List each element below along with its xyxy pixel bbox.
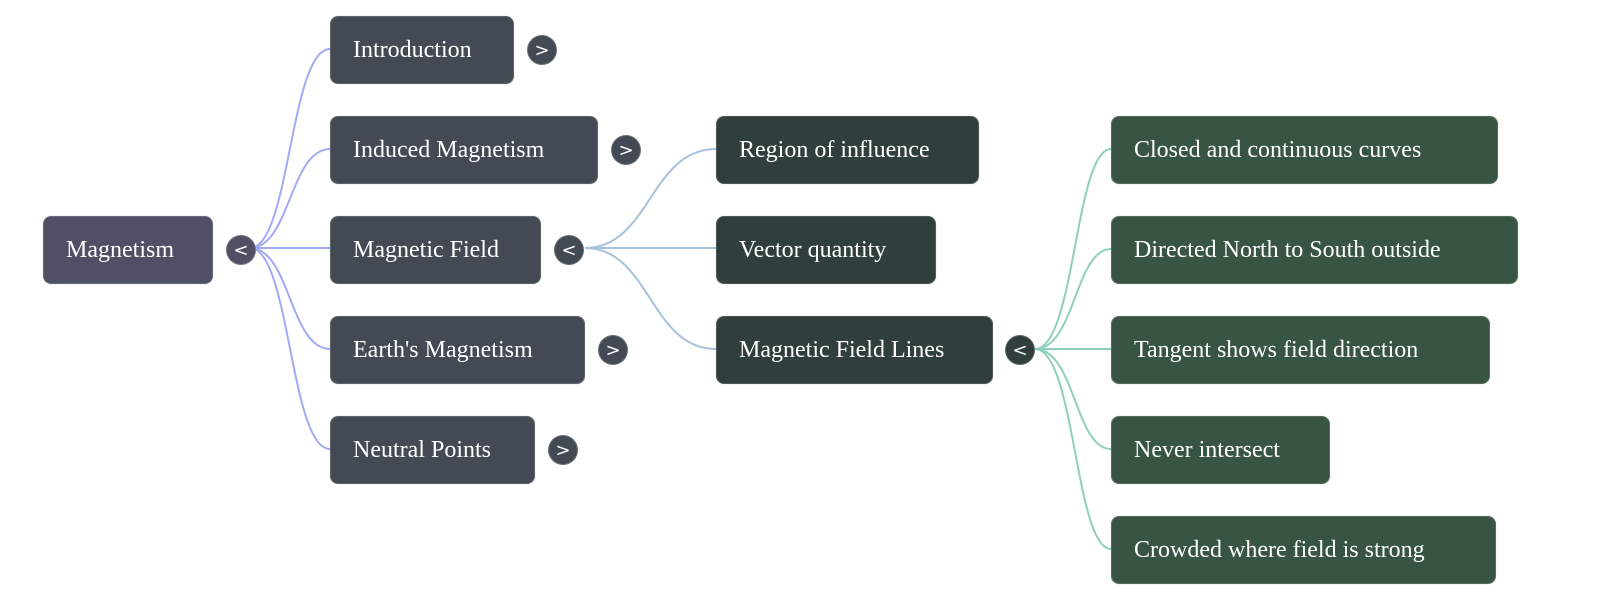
node-label: Tangent shows field direction — [1134, 336, 1419, 363]
edge-magnetism-induced-magnetism — [249, 148, 331, 249]
node-neutral-points[interactable]: Neutral Points — [330, 416, 535, 484]
node-label: Never intersect — [1134, 436, 1280, 463]
node-label: Directed North to South outside — [1134, 236, 1441, 263]
node-label: Closed and continuous curves — [1134, 136, 1422, 163]
node-label: Region of influence — [739, 136, 930, 163]
node-introduction[interactable]: Introduction — [330, 16, 514, 84]
node-label: Magnetic Field — [353, 236, 499, 263]
collapse-toggle-magnetic-field[interactable]: < — [554, 235, 584, 265]
node-magnetic-field-lines[interactable]: Magnetic Field Lines — [716, 316, 993, 384]
node-magnetic-field[interactable]: Magnetic Field — [330, 216, 541, 284]
node-earths-magnetism[interactable]: Earth's Magnetism — [330, 316, 585, 384]
node-tangent-field-direction[interactable]: Tangent shows field direction — [1111, 316, 1490, 384]
node-label: Vector quantity — [739, 236, 887, 263]
node-crowded-field-strong[interactable]: Crowded where field is strong — [1111, 516, 1496, 584]
edge-magnetism-earths-magnetism — [249, 247, 331, 350]
node-label: Introduction — [353, 36, 472, 63]
node-closed-continuous-curves[interactable]: Closed and continuous curves — [1111, 116, 1498, 184]
edge-field-region — [584, 148, 717, 249]
expand-toggle-introduction[interactable]: > — [527, 35, 557, 65]
node-label: Earth's Magnetism — [353, 336, 533, 363]
node-region-of-influence[interactable]: Region of influence — [716, 116, 979, 184]
node-magnetism[interactable]: Magnetism — [43, 216, 213, 284]
edge-lines-closed — [1034, 148, 1112, 350]
node-vector-quantity[interactable]: Vector quantity — [716, 216, 936, 284]
expand-toggle-earths-magnetism[interactable]: > — [598, 335, 628, 365]
expand-toggle-neutral-points[interactable]: > — [548, 435, 578, 465]
edge-lines-north-south — [1034, 248, 1112, 350]
collapse-toggle-magnetic-field-lines[interactable]: < — [1005, 335, 1035, 365]
collapse-toggle-magnetism[interactable]: < — [226, 235, 256, 265]
node-directed-north-to-south[interactable]: Directed North to South outside — [1111, 216, 1518, 284]
edge-magnetism-neutral-points — [249, 247, 331, 450]
node-label: Crowded where field is strong — [1134, 536, 1425, 563]
node-never-intersect[interactable]: Never intersect — [1111, 416, 1330, 484]
edge-field-lines — [584, 247, 717, 350]
expand-toggle-induced-magnetism[interactable]: > — [611, 135, 641, 165]
node-label: Magnetic Field Lines — [739, 336, 945, 363]
edge-lines-crowded — [1034, 348, 1112, 550]
node-label: Induced Magnetism — [353, 136, 545, 163]
node-induced-magnetism[interactable]: Induced Magnetism — [330, 116, 598, 184]
node-label: Neutral Points — [353, 436, 491, 463]
edge-lines-never-intersect — [1034, 348, 1112, 450]
node-label: Magnetism — [66, 236, 174, 263]
edge-magnetism-introduction — [249, 48, 331, 249]
